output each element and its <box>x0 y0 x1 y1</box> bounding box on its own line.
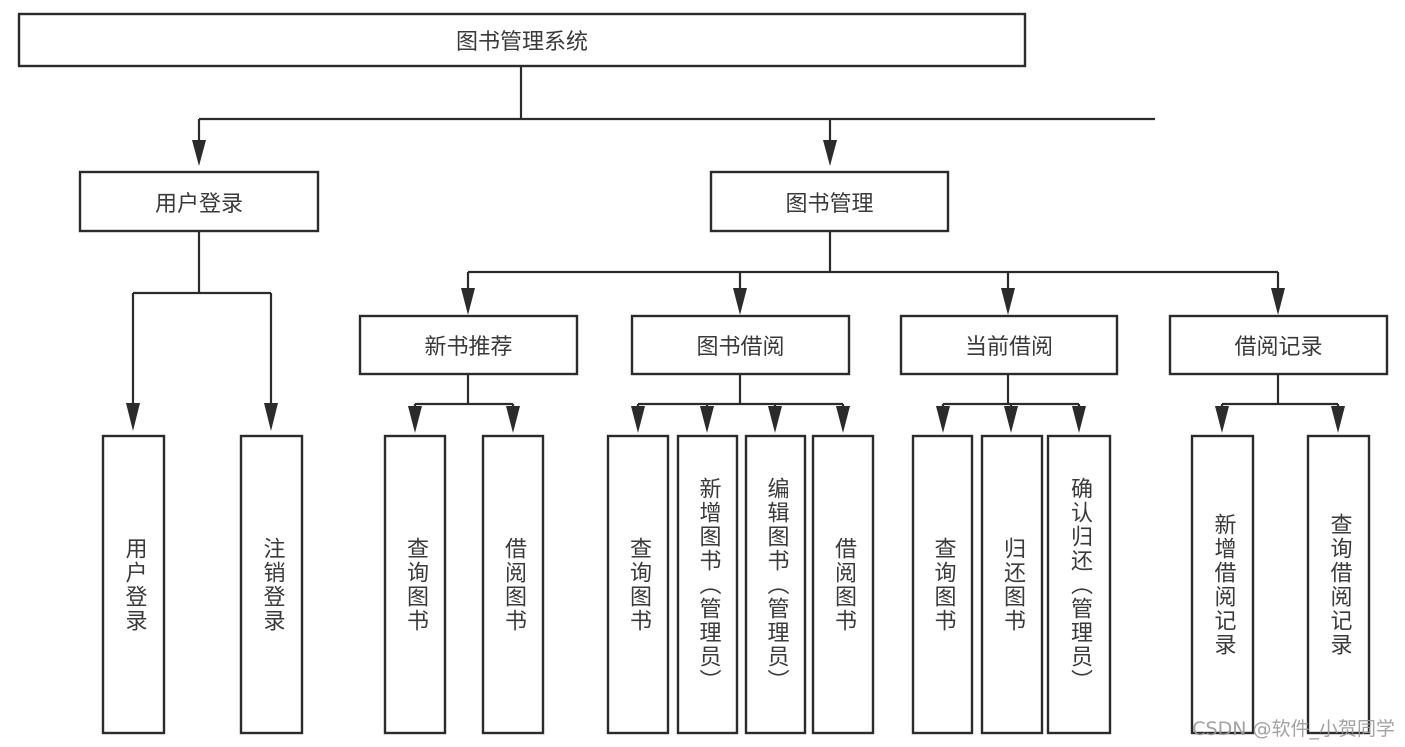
node-box-leaf-edit-book[interactable] <box>744 434 807 735</box>
arrowhead-leaf-query-book-2 <box>631 406 645 433</box>
arrowhead-book-management <box>823 140 837 166</box>
connector-group-new-book-recommend <box>408 374 520 433</box>
node-box-current-borrow[interactable] <box>899 314 1119 376</box>
arrowhead-leaf-user-logout <box>264 403 278 431</box>
node-box-borrow-record[interactable] <box>1168 314 1389 376</box>
arrowhead-leaf-query-record <box>1331 406 1345 433</box>
connector-group-user-login <box>126 231 278 431</box>
connector-group-root <box>192 66 1155 166</box>
arrowhead-leaf-add-record <box>1215 406 1229 433</box>
arrowhead-leaf-borrow-book-2 <box>836 406 850 433</box>
arrowhead-book-borrow <box>733 288 747 315</box>
arrowhead-new-book-recommend <box>461 288 475 315</box>
connector-group-book-management <box>461 231 1285 315</box>
arrowhead-borrow-record <box>1271 288 1285 315</box>
arrowhead-current-borrow <box>1001 288 1015 315</box>
node-box-book-management[interactable] <box>709 170 950 233</box>
node-box-leaf-query-book-3[interactable] <box>911 434 974 735</box>
node-box-leaf-user-login[interactable] <box>101 434 166 735</box>
node-box-new-book-recommend[interactable] <box>358 314 579 376</box>
arrowhead-leaf-query-book-1 <box>408 406 422 433</box>
connector-group-book-borrow <box>631 374 850 433</box>
arrowhead-leaf-query-book-3 <box>936 406 950 433</box>
arrowhead-leaf-edit-book <box>768 406 782 433</box>
arrowhead-leaf-add-book <box>700 406 714 433</box>
node-box-leaf-query-book-1[interactable] <box>383 434 447 735</box>
node-box-leaf-add-book[interactable] <box>676 434 739 735</box>
node-box-leaf-return-book[interactable] <box>980 434 1044 735</box>
node-box-user-login[interactable] <box>78 170 320 233</box>
arrowhead-user-login <box>192 140 206 166</box>
node-box-leaf-query-book-2[interactable] <box>606 434 670 735</box>
arrowhead-leaf-return-book <box>1004 406 1018 433</box>
arrowhead-leaf-user-login <box>126 403 140 431</box>
node-box-leaf-confirm-return[interactable] <box>1046 434 1112 735</box>
node-box-leaf-borrow-book-2[interactable] <box>811 434 875 735</box>
node-box-leaf-user-logout[interactable] <box>239 434 304 735</box>
node-box-leaf-add-record[interactable] <box>1190 434 1255 735</box>
connector-group-current-borrow <box>936 374 1086 433</box>
arrowhead-leaf-confirm-return <box>1072 406 1086 433</box>
node-box-leaf-query-record[interactable] <box>1306 434 1371 735</box>
arrowhead-leaf-borrow-book-1 <box>506 406 520 433</box>
connector-group-borrow-record <box>1215 374 1345 433</box>
node-box-root[interactable] <box>17 12 1027 68</box>
node-box-leaf-borrow-book-1[interactable] <box>481 434 545 735</box>
node-box-book-borrow[interactable] <box>630 314 851 376</box>
